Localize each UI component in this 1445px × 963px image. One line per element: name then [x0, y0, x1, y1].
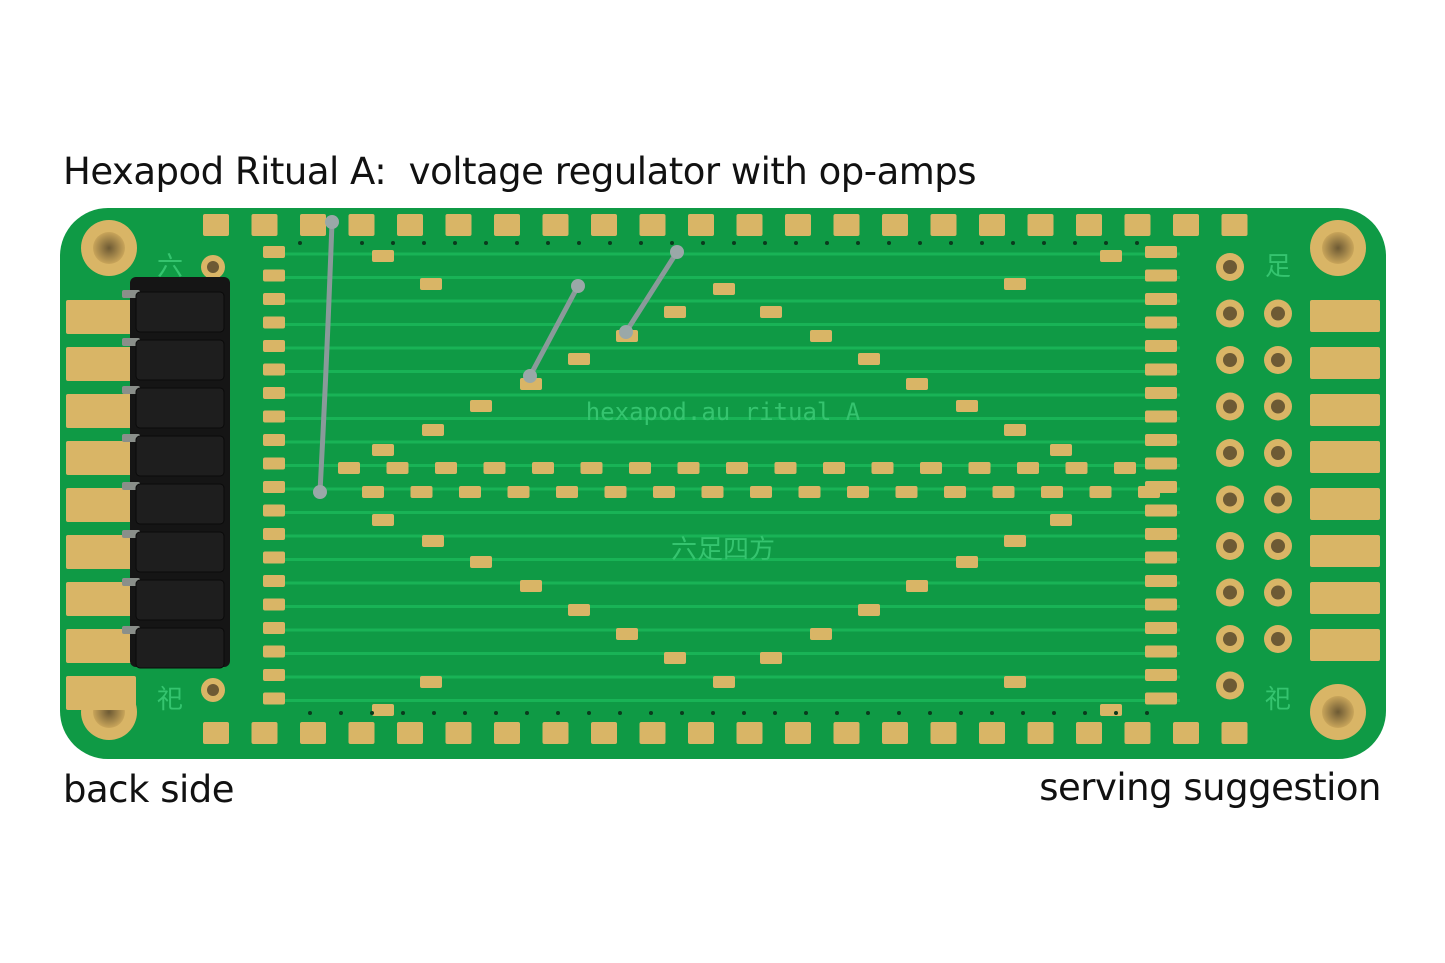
edge-fingers-left: [66, 300, 136, 710]
photo-title: Hexapod Ritual A: voltage regulator with…: [63, 150, 977, 193]
pcb-pads: [203, 214, 1248, 744]
pin-header-icon: [122, 277, 230, 669]
pcb-board: [60, 208, 1386, 759]
jumper-wire-icon: [317, 219, 680, 495]
through-holes-right: [1216, 253, 1292, 700]
pcb-vias: [298, 241, 1149, 715]
corner-glyph-tl: 六: [157, 252, 183, 282]
caption-serving-suggestion: serving suggestion: [1039, 766, 1381, 809]
edge-fingers-right: [1310, 300, 1380, 661]
corner-glyph-bl: 祀: [157, 685, 183, 715]
silkscreen-label-top: hexapod.au ritual A: [586, 398, 861, 426]
corner-glyph-br: 祀: [1265, 685, 1291, 715]
silkscreen-label-bottom: 六足四方: [671, 535, 775, 565]
corner-glyph-tr: 足: [1265, 252, 1291, 282]
caption-back-side: back side: [63, 768, 235, 811]
